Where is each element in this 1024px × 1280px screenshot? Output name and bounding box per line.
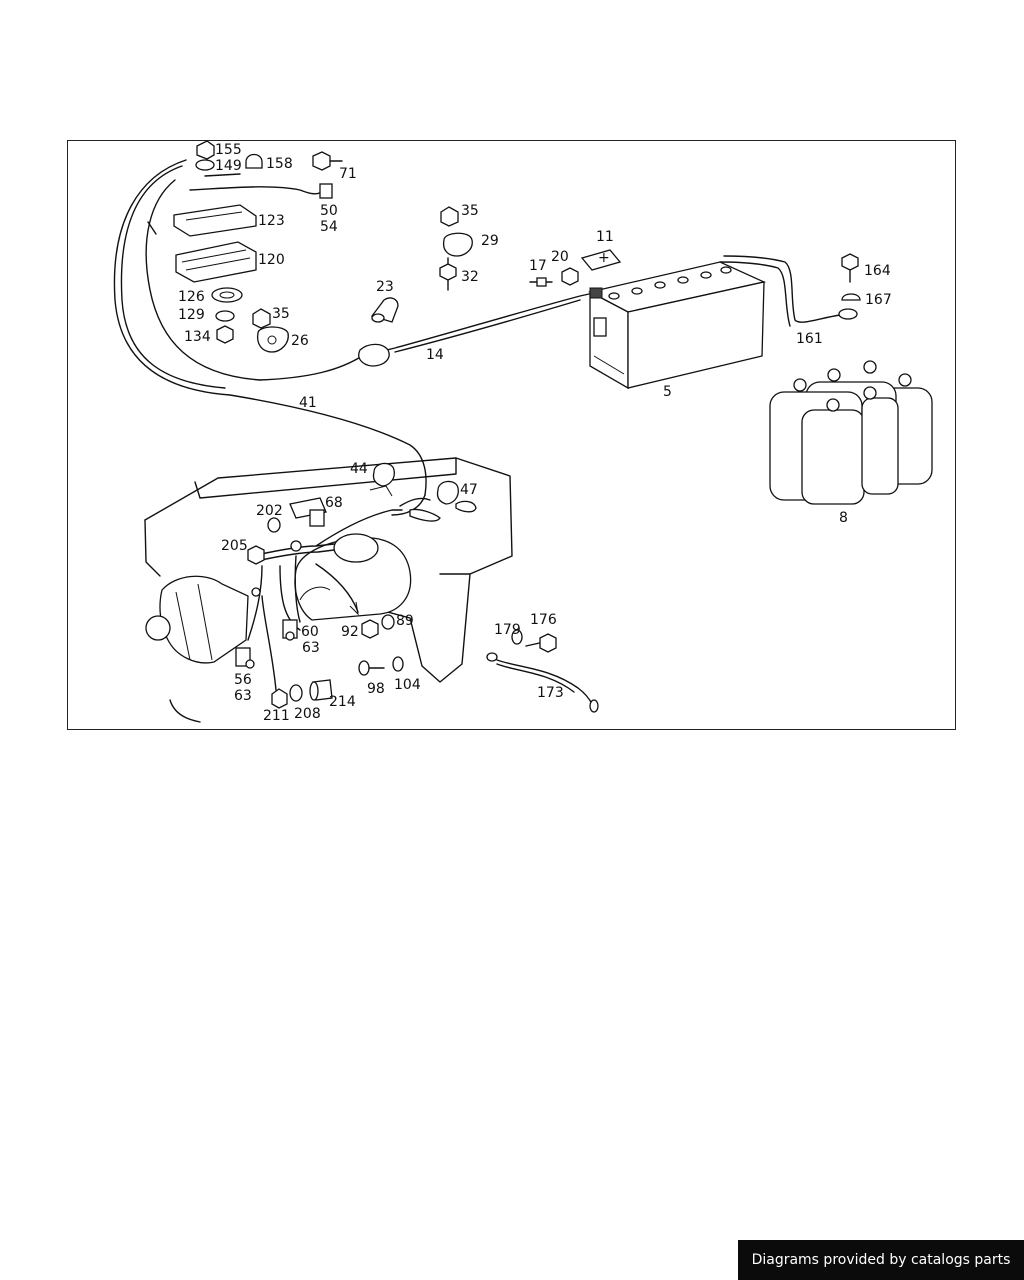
nut-211 xyxy=(271,688,288,709)
washer-129 xyxy=(215,310,235,322)
bracket-11: + xyxy=(580,249,622,271)
washer-167 xyxy=(841,293,861,301)
fuse-block-120 xyxy=(175,241,257,283)
callout-47: 47 xyxy=(460,482,478,498)
clip-29 xyxy=(442,232,473,257)
callout-167: 167 xyxy=(865,292,892,308)
callout-44: 44 xyxy=(350,461,368,477)
callout-8: 8 xyxy=(839,510,848,526)
callout-5: 5 xyxy=(663,384,672,400)
bolt-71 xyxy=(312,151,343,171)
callout-123: 123 xyxy=(258,213,285,229)
nut-155 xyxy=(196,140,215,160)
callout-26: 26 xyxy=(291,333,309,349)
clip-47 xyxy=(436,480,477,513)
callout-202: 202 xyxy=(256,503,283,519)
bolt-98 xyxy=(358,660,385,676)
starter-motor xyxy=(294,533,412,621)
cap-nut-158 xyxy=(245,153,263,169)
fuse-block-123 xyxy=(173,204,257,237)
callout-11: 11 xyxy=(596,229,614,245)
washer-202 xyxy=(267,517,281,533)
callout-60: 60 xyxy=(301,624,319,640)
cable-second-branch xyxy=(145,179,261,381)
callout-129: 129 xyxy=(178,307,205,323)
callout-63-upper: 63 xyxy=(302,640,320,656)
bolt-176 xyxy=(525,633,557,653)
callout-173: 173 xyxy=(537,685,564,701)
boot-214 xyxy=(309,679,333,701)
callout-104: 104 xyxy=(394,677,421,693)
callout-149: 149 xyxy=(215,158,242,174)
acid-containers-8 xyxy=(769,360,933,505)
boot-23 xyxy=(370,297,399,323)
callout-50: 50 xyxy=(320,203,338,219)
callout-161: 161 xyxy=(796,331,823,347)
cable-161 xyxy=(719,255,858,327)
callout-120: 120 xyxy=(258,252,285,268)
callout-208: 208 xyxy=(294,706,321,722)
sensor-60 xyxy=(282,619,298,641)
callout-158: 158 xyxy=(266,156,293,172)
callout-41: 41 xyxy=(299,395,317,411)
callout-214: 214 xyxy=(329,694,356,710)
nut-35-left xyxy=(252,308,271,329)
callout-89: 89 xyxy=(396,613,414,629)
callout-179: 179 xyxy=(494,622,521,638)
nut-205 xyxy=(247,545,265,565)
nut-92 xyxy=(361,619,379,639)
grommet-126 xyxy=(211,287,243,303)
parts-diagram-frame xyxy=(67,140,956,730)
callout-176: 176 xyxy=(530,612,557,628)
callout-92: 92 xyxy=(341,624,359,640)
bolt-17 xyxy=(529,277,553,287)
callout-68: 68 xyxy=(325,495,343,511)
callout-155: 155 xyxy=(215,142,242,158)
cable-upper-small xyxy=(189,173,333,199)
bracket-44 xyxy=(369,462,395,497)
sensor-56 xyxy=(235,647,255,669)
clip-26 xyxy=(256,326,289,353)
washer-89 xyxy=(381,614,395,630)
connector-68 xyxy=(289,497,327,527)
callout-17: 17 xyxy=(529,258,547,274)
nut-134 xyxy=(216,325,234,344)
callout-20: 20 xyxy=(551,249,569,265)
nut-20 xyxy=(561,267,579,286)
watermark-banner: Diagrams provided by catalogs parts xyxy=(738,1240,1024,1280)
callout-35-mid: 35 xyxy=(461,203,479,219)
callout-98: 98 xyxy=(367,681,385,697)
ground-strap-173 xyxy=(486,652,599,713)
nut-35-mid xyxy=(440,206,459,227)
callout-29: 29 xyxy=(481,233,499,249)
callout-71: 71 xyxy=(339,166,357,182)
alternator xyxy=(145,575,249,664)
callout-63-lower: 63 xyxy=(234,688,252,704)
washer-149 xyxy=(195,159,215,171)
washer-179 xyxy=(511,629,523,645)
stud-32 xyxy=(439,257,457,291)
callout-14: 14 xyxy=(426,347,444,363)
bolt-164 xyxy=(841,253,859,283)
washer-104 xyxy=(392,656,404,672)
washer-208 xyxy=(289,684,303,702)
callout-164: 164 xyxy=(864,263,891,279)
callout-54: 54 xyxy=(320,219,338,235)
callout-211: 211 xyxy=(263,708,290,724)
callout-134: 134 xyxy=(184,329,211,345)
callout-23: 23 xyxy=(376,279,394,295)
callout-56: 56 xyxy=(234,672,252,688)
callout-32: 32 xyxy=(461,269,479,285)
battery-plus-symbol: + xyxy=(598,250,610,266)
cable-14 xyxy=(259,291,599,381)
callout-126: 126 xyxy=(178,289,205,305)
battery-5 xyxy=(588,261,767,390)
callout-35-left: 35 xyxy=(272,306,290,322)
engine-block xyxy=(144,457,513,723)
callout-205: 205 xyxy=(221,538,248,554)
